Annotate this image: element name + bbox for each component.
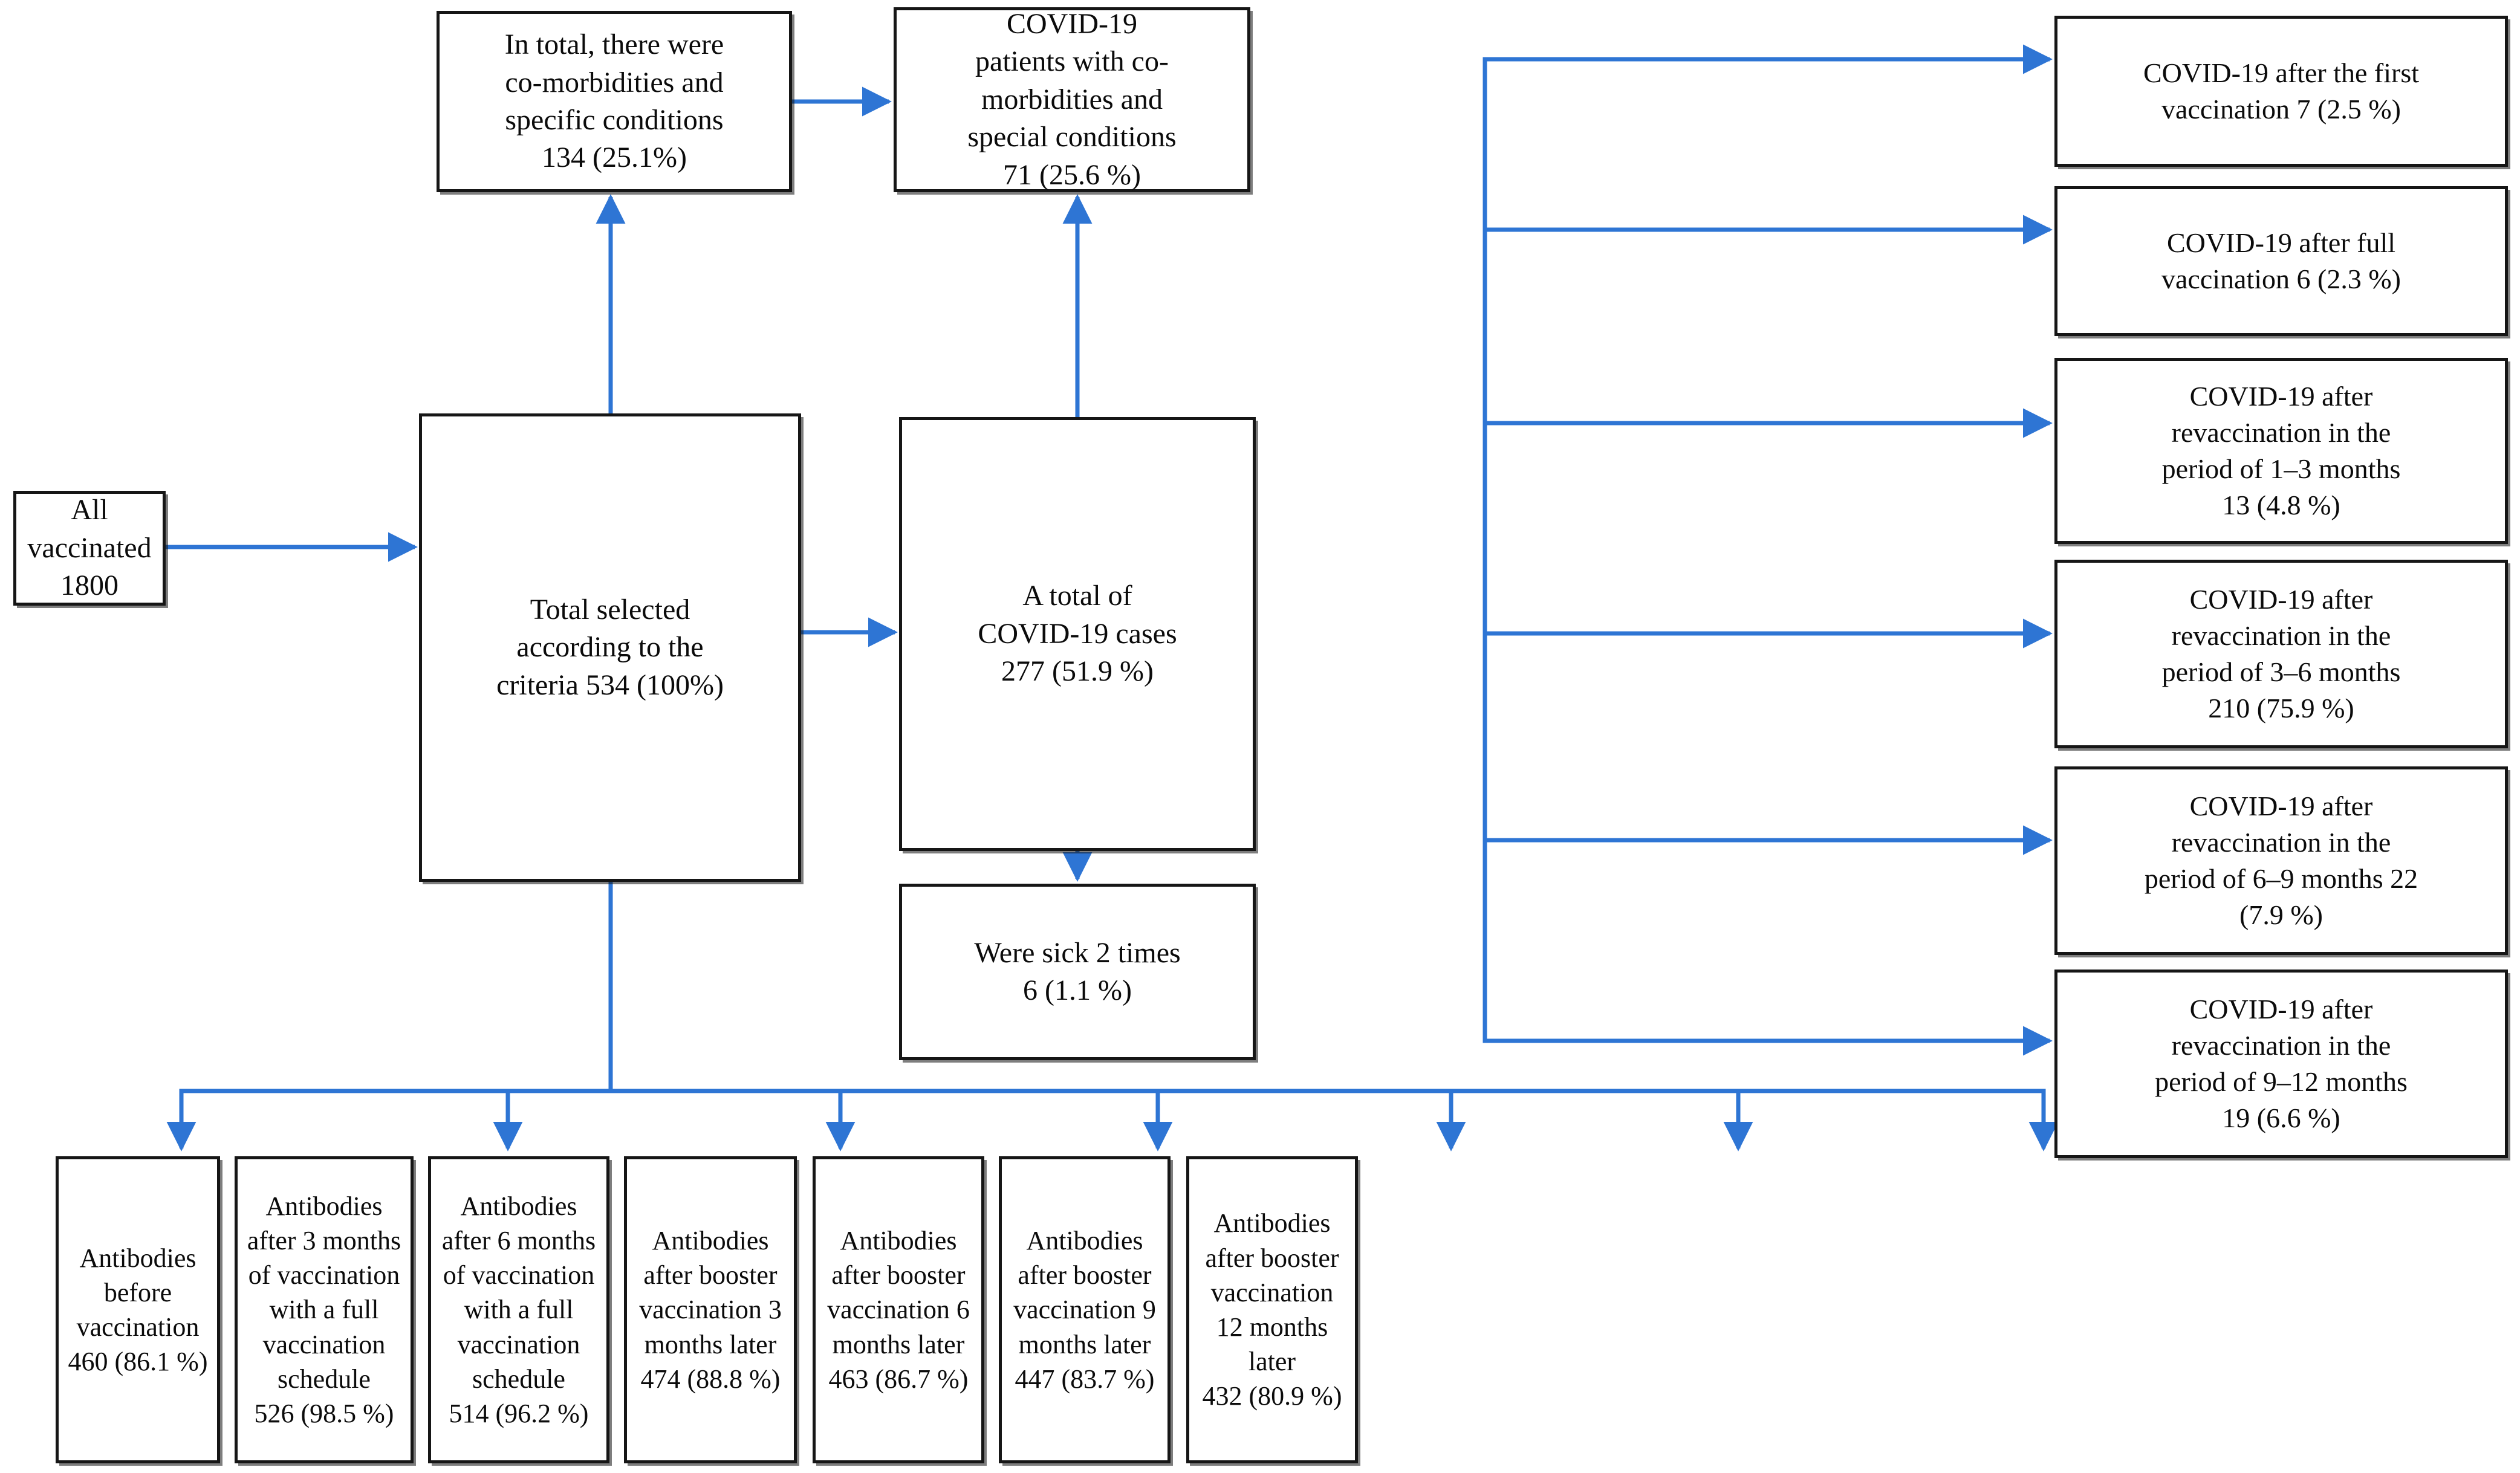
edge-covidtotal-to-branch-2 [1482, 215, 2053, 632]
edge-covidtotal-to-branch-3 [1482, 408, 2053, 632]
edge-totalselected-to-antibody-3 [608, 882, 856, 1151]
node-covid-after-first-vaccination: COVID-19 after the first vaccination 7 (… [2054, 16, 2508, 167]
node-comorbidities-total: In total, there were co-morbidities and … [437, 11, 792, 192]
node-antibodies-booster-12-months: Antibodies after booster vaccination 12 … [1186, 1156, 1358, 1463]
edge-totalselected-to-antibody-7 [608, 882, 2059, 1151]
node-covid-revaccination-3-6-months: COVID-19 after revaccination in the peri… [2054, 560, 2508, 748]
node-antibodies-after-3-months-full: Antibodies after 3 months of vaccination… [235, 1156, 414, 1463]
edge-covidtotal-to-branch-1 [1482, 44, 2053, 632]
edge-covidtotal-to-branch-4 [1482, 618, 2053, 649]
node-all-vaccinated: All vaccinated 1800 [13, 491, 166, 606]
node-antibodies-booster-9-months: Antibodies after booster vaccination 9 m… [999, 1156, 1171, 1463]
edge-covidtotal-to-branch-6 [1482, 632, 2053, 1056]
node-antibodies-before-vaccination: Antibodies before vaccination 460 (86.1 … [56, 1156, 220, 1463]
node-antibodies-after-6-months-full: Antibodies after 6 months of vaccination… [428, 1156, 609, 1463]
node-covid-total-cases: A total of COVID-19 cases 277 (51.9 %) [899, 417, 1256, 851]
node-total-selected: Total selected according to the criteria… [419, 413, 801, 882]
node-antibodies-booster-6-months: Antibodies after booster vaccination 6 m… [813, 1156, 984, 1463]
node-covid-revaccination-6-9-months: COVID-19 after revaccination in the peri… [2054, 766, 2508, 955]
node-antibodies-booster-3-months: Antibodies after booster vaccination 3 m… [624, 1156, 797, 1463]
edge-covidtotal-to-branch-5 [1482, 632, 2053, 855]
node-covid-comorbidities: COVID-19 patients with co- morbidities a… [894, 7, 1250, 192]
node-sick-two-times: Were sick 2 times 6 (1.1 %) [899, 884, 1256, 1060]
node-covid-revaccination-1-3-months: COVID-19 after revaccination in the peri… [2054, 358, 2508, 544]
node-covid-after-full-vaccination: COVID-19 after full vaccination 6 (2.3 %… [2054, 186, 2508, 336]
edge-totalselected-to-antibody-1 [166, 882, 613, 1151]
edge-totalselected-to-antibody-2 [493, 882, 613, 1151]
node-covid-revaccination-9-12-months: COVID-19 after revaccination in the peri… [2054, 970, 2508, 1158]
